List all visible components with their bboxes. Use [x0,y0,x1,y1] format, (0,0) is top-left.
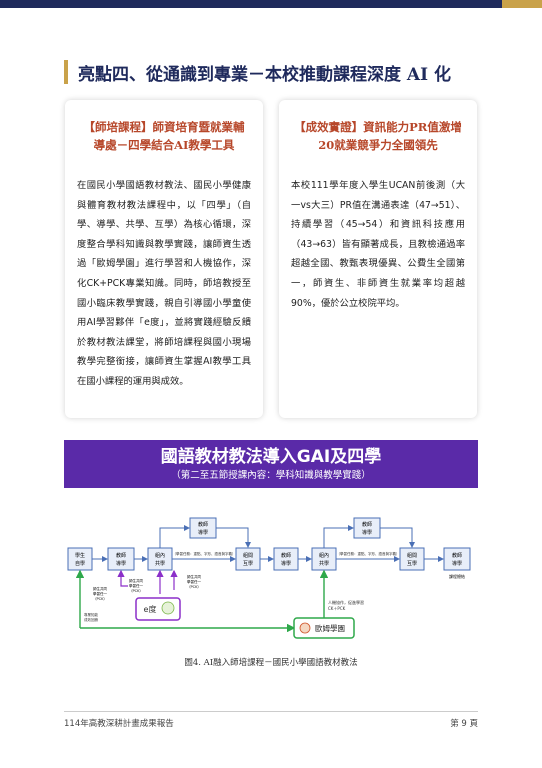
figure-caption: 圖4. AI融入師培課程－國民小學國語教材教法 [184,658,358,668]
diagram-banner: 國語教材教法導入GAI及四學 （第二至五節授課內容：學科知識與教學實踐） [64,440,478,488]
ohm-logo-icon [299,622,311,634]
svg-text:師生共同: 師生共同 [93,586,107,591]
node-teacher-guide-2: 教師 導學 [273,547,299,571]
card-teacher-training: 【師培課程】師資培育暨就業輔 導處－四學結合AI教學工具 在國民小學國語教材教法… [65,100,263,418]
heading-accent-bar [64,60,68,84]
svg-text:導學: 導學 [198,529,208,536]
card-body: 在國民小學國語教材教法、國民小學健康與體育教材教法課程中，以「四學」（自學、導學… [77,180,251,387]
svg-text:成效回饋: 成效回饋 [84,617,98,622]
top-band-accent [502,0,542,8]
svg-text:組間: 組間 [243,552,253,559]
section-title: 亮點四、從通識到專業－本校推動課程深度 AI 化 [78,64,451,85]
card-title-line: 【師培課程】師資培育暨就業輔 [83,120,245,134]
svg-text:導學: 導學 [281,560,291,567]
svg-text:教師: 教師 [362,521,372,528]
svg-text:互學: 互學 [243,560,253,567]
edu-ai-partner: e度 [135,597,181,621]
node-inter-group-2: 組間 互學 [399,547,425,571]
node-inter-group-1: 組間 互學 [235,547,261,571]
svg-text:歐姆學園: 歐姆學園 [315,623,345,633]
teach-note-c: 師生共同 學習任一 （PCK） [187,574,201,589]
svg-text:教師: 教師 [198,521,208,528]
node-group-coop-2: 組內 共學 [311,547,337,571]
top-band [0,0,542,8]
svg-text:師生共同: 師生共同 [187,574,201,579]
node-teacher-guide-1: 教師 導學 [107,547,135,571]
task-note-1: （學習任務：重點、字形、語音與字義） [173,551,236,556]
svg-text:CK＋PCK: CK＋PCK [328,606,346,611]
node-student-self-study: 學生 自學 [67,547,93,571]
svg-text:師生共同: 師生共同 [129,578,143,583]
svg-text:學習任一: 學習任一 [129,583,143,588]
card-title: 【師培課程】師資培育暨就業輔 導處－四學結合AI教學工具 [77,118,251,154]
card-title-line: 導處－四學結合AI教學工具 [93,138,235,152]
course-summary-label: 課程總結 [449,573,465,579]
flow-diagram-svg: 學生 自學 教師 導學 組內 共學 組間 互學 教師 導學 組內 共學 [67,517,471,639]
svg-text:學習任一: 學習任一 [187,579,201,584]
card-title-line: 【成效實證】資訊能力PR值激增 [294,120,462,134]
svg-text:導學: 導學 [116,560,126,567]
banner-title: 國語教材教法導入GAI及四學 [160,447,382,467]
flow-diagram: 學生 自學 教師 導學 組內 共學 組間 互學 教師 導學 組內 共學 [64,510,478,640]
svg-text:組間: 組間 [407,552,417,559]
ohm-academy: 歐姆學園 [293,617,355,639]
svg-text:教師: 教師 [452,552,462,559]
card-evidence: 【成效實證】資訊能力PR值激增 20就業競爭力全國領先 本校111學年度入學生U… [279,100,477,418]
svg-text:學生: 學生 [75,552,85,559]
card-body: 本校111學年度入學生UCAN前後測（大一vs大三）PR值在溝通表達（47→51… [291,180,465,309]
footer-report-title: 114年高教深耕計畫成果報告 [64,719,174,729]
svg-text:（PCK）: （PCK） [187,584,201,589]
svg-text:專業知能: 專業知能 [84,612,98,617]
footer-divider [64,711,478,712]
svg-text:共學: 共學 [319,560,329,567]
svg-text:（PCK）: （PCK） [93,596,107,601]
human-machine-note: 人機協作，促進學習 CK＋PCK [328,599,364,611]
svg-text:（PCK）: （PCK） [129,588,143,593]
node-teacher-guide-final: 教師 導學 [443,547,471,571]
footer-page-number: 第 9 頁 [450,719,478,729]
edu-mascot-icon [161,601,175,615]
svg-text:組內: 組內 [155,552,165,559]
section-heading: 亮點四、從通識到專業－本校推動課程深度 AI 化 [64,60,451,85]
left-feedback-note: 專業知能 成效回饋 [84,612,98,622]
svg-text:教師: 教師 [116,552,126,559]
svg-text:自學: 自學 [75,560,85,567]
svg-text:教師: 教師 [281,552,291,559]
task-note-2: （學習任務：重點、字形、語音與字義） [337,551,400,556]
svg-text:導學: 導學 [452,560,462,567]
banner-subtitle: （第二至五節授課內容：學科知識與教學實踐） [171,470,371,481]
node-group-coop-1: 組內 共學 [147,547,173,571]
svg-text:e度: e度 [144,604,157,614]
svg-text:組內: 組內 [319,552,329,559]
teach-note-b: 師生共同 學習任一 （PCK） [129,578,143,593]
card-title: 【成效實證】資訊能力PR值激增 20就業競爭力全國領先 [291,118,465,154]
svg-text:學習任一: 學習任一 [93,591,107,596]
card-title-line: 20就業競爭力全國領先 [318,138,438,152]
node-top-teacher-guide-2: 教師 導學 [353,517,381,539]
svg-text:導學: 導學 [362,529,372,536]
teach-note-a: 師生共同 學習任一 （PCK） [93,586,107,601]
svg-text:共學: 共學 [155,560,165,567]
node-top-teacher-guide-1: 教師 導學 [189,517,217,539]
svg-text:互學: 互學 [407,560,417,567]
svg-text:人機協作，促進學習: 人機協作，促進學習 [328,599,364,605]
